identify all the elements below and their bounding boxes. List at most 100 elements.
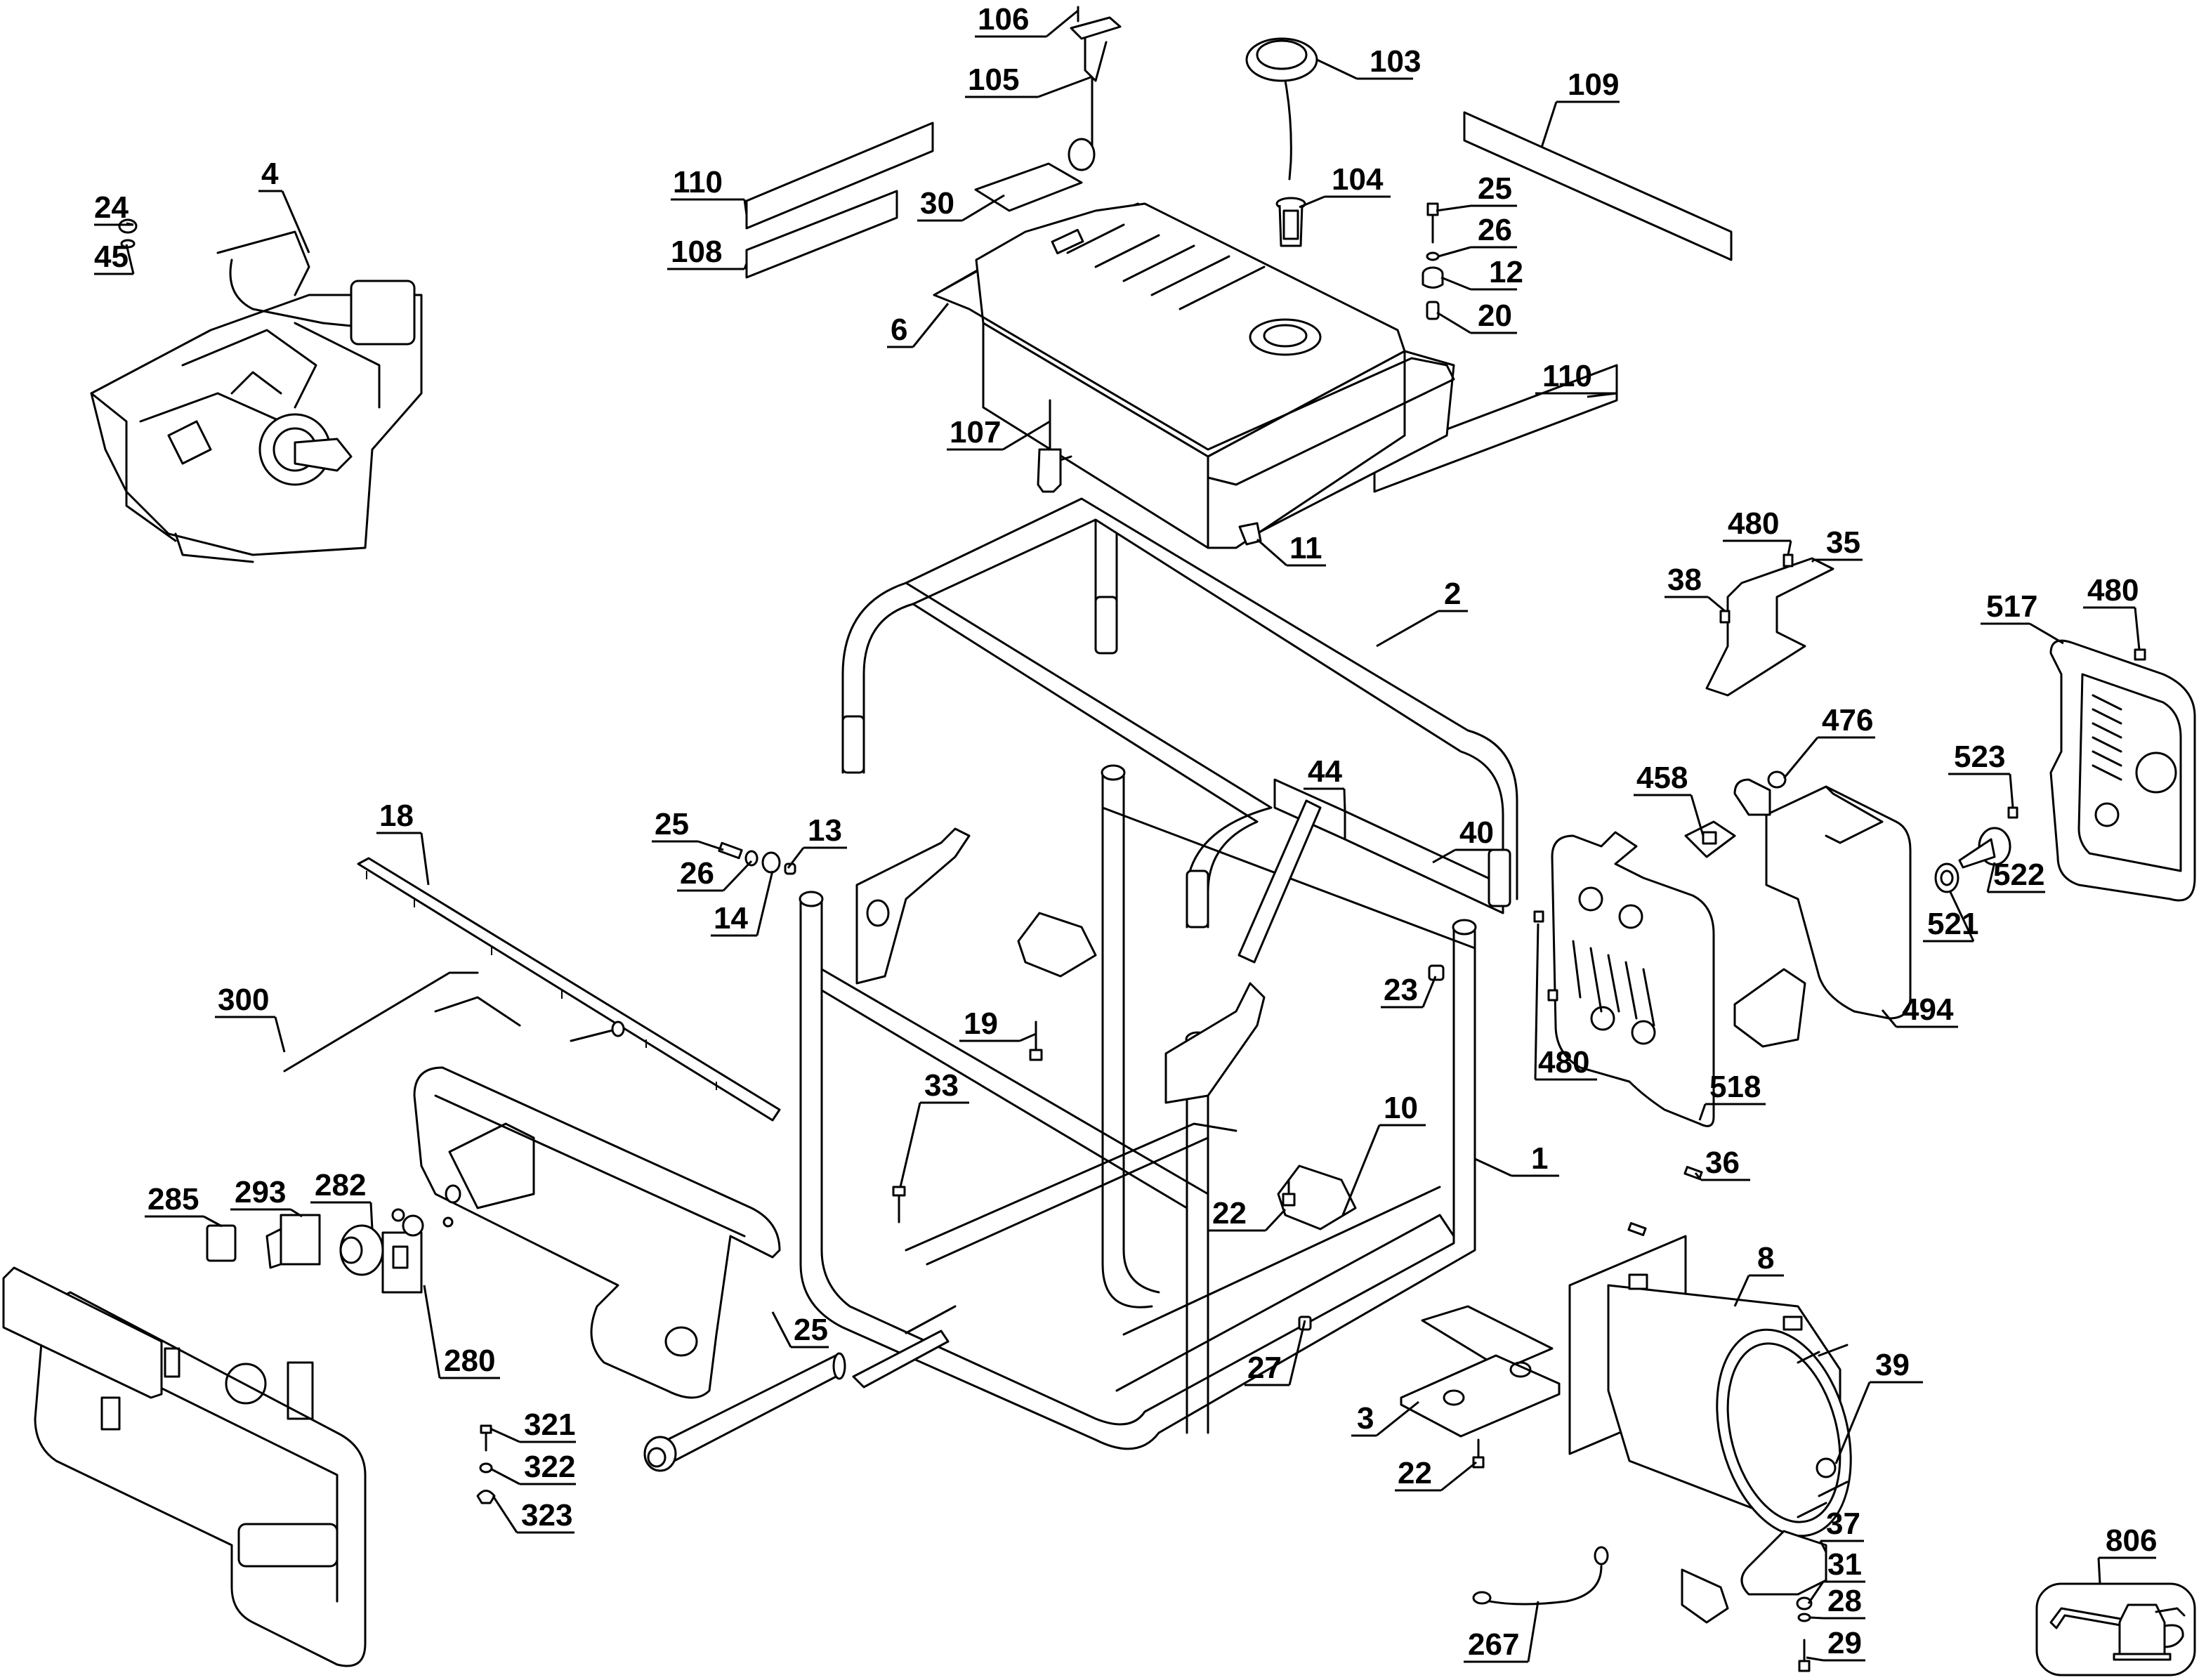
callout-leader-line: [1807, 1581, 1825, 1604]
callout-label: 109: [1568, 67, 1619, 102]
callout-leader-line: [1534, 923, 1539, 1080]
callout-label: 22: [1398, 1456, 1432, 1490]
callout-label: 323: [521, 1498, 572, 1533]
callout-label: 40: [1459, 815, 1494, 850]
callout-leader-line: [2009, 773, 2014, 808]
callout-22-bolt: 22: [1208, 1196, 1287, 1232]
callout-23-bolt: 23: [1381, 973, 1437, 1009]
callout-label: 480: [1538, 1045, 1589, 1079]
callout-31-nut: 31: [1807, 1547, 1865, 1604]
callout-36-brush: 36: [1694, 1146, 1750, 1181]
callout-458-gasket: 458: [1634, 761, 1705, 836]
callout-523-screw: 523: [1948, 740, 2014, 808]
callout-label: 8: [1757, 1241, 1774, 1275]
callout-leader-line: [1019, 1032, 1037, 1042]
callout-label: 27: [1247, 1351, 1282, 1385]
callout-label: 25: [1478, 171, 1512, 206]
callout-12-rubber-grommet: 12: [1440, 255, 1523, 291]
callout-leader-line: [1037, 76, 1091, 98]
callout-leader-line: [1707, 596, 1726, 612]
callout-label: 38: [1667, 563, 1702, 597]
callout-38-bolt: 38: [1665, 563, 1726, 612]
alternator: [1568, 1166, 1852, 1537]
callout-label: 522: [1993, 858, 2044, 892]
callout-3-mount-bracket: 3: [1351, 1400, 1419, 1437]
callout-285-switch: 285: [145, 1182, 223, 1228]
control-panel-housing: [283, 971, 781, 1399]
callout-28-washer: 28: [1809, 1584, 1865, 1620]
lower-frame: [799, 764, 1477, 1450]
callout-leader-line: [1527, 1601, 1539, 1662]
callout-leader-line: [1540, 101, 1558, 148]
callout-323-wing-nut: 323: [492, 1495, 575, 1534]
callout-leader-line: [1787, 540, 1792, 556]
callout-leader-line: [899, 1102, 921, 1188]
fuel-valve: [1037, 399, 1072, 493]
callout-label: 110: [673, 165, 723, 199]
callout-518-muffler-guard: 518: [1698, 1070, 1766, 1121]
callout-label: 523: [1954, 740, 2005, 774]
callout-label: 494: [1902, 992, 1954, 1027]
callout-40-label: 40: [1432, 815, 1503, 864]
callout-300-control-panel-assembly: 300: [215, 983, 286, 1053]
callout-leader-line: [1436, 204, 1471, 212]
callout-522-spark-arrestor: 522: [1986, 858, 2045, 893]
callout-leader-line: [1046, 9, 1079, 38]
callout-label: 321: [524, 1407, 575, 1442]
callout-leader-line: [1733, 1275, 1750, 1307]
callout-leader-line: [1436, 311, 1471, 334]
callout-18-trim-strip: 18: [376, 799, 430, 886]
fuel-tank: [933, 202, 1455, 549]
callout-4-engine: 4: [258, 157, 310, 254]
engine-fasteners: [118, 218, 138, 249]
callout-leader-line: [1782, 737, 1819, 779]
callout-25-bolt: 25: [1436, 171, 1517, 212]
callout-leader-line: [491, 1468, 520, 1485]
callout-22-bolt: 22: [1395, 1456, 1477, 1492]
callout-label: 44: [1308, 754, 1342, 789]
callout-label: 106: [978, 2, 1029, 37]
callout-label: 39: [1875, 1348, 1910, 1382]
callout-476-nut: 476: [1782, 703, 1875, 779]
callout-leader-line: [1341, 1124, 1381, 1216]
ground-wire: [1472, 1546, 1609, 1606]
callout-105-fuel-gauge: 105: [965, 63, 1091, 98]
callout-leader-line: [1256, 538, 1287, 567]
callout-label: 19: [964, 1006, 998, 1041]
callout-109-label: 109: [1540, 67, 1620, 148]
callout-label: 22: [1212, 1196, 1247, 1231]
callout-leader-line: [203, 1215, 223, 1228]
callout-26-washer: 26: [677, 856, 753, 892]
callout-10-vibration-mount: 10: [1341, 1091, 1426, 1216]
callout-leader-line: [1834, 1382, 1871, 1464]
callout-20-collar: 20: [1436, 298, 1517, 334]
callout-27-nut: 27: [1245, 1320, 1306, 1386]
callout-leader-line: [1002, 420, 1051, 451]
callout-label: 293: [235, 1175, 286, 1209]
callout-leader-line: [290, 1208, 303, 1218]
frame-brackets: [855, 799, 1357, 1231]
callout-leader-line: [491, 1428, 520, 1443]
callout-35-muffler-bracket: 35: [1811, 525, 1863, 563]
callout-106-screw: 106: [975, 2, 1079, 38]
fuel-cap: [1245, 37, 1318, 181]
callout-label: 23: [1384, 973, 1418, 1007]
fuel-strainer: [1275, 197, 1306, 247]
callout-label: 24: [94, 190, 129, 225]
callout-321-bolt: 321: [491, 1407, 576, 1443]
callout-label: 26: [680, 856, 714, 891]
callout-label: 285: [147, 1182, 199, 1216]
callout-leader-line: [2134, 607, 2141, 650]
callout-leader-line: [1819, 1540, 1827, 1553]
callout-480-bolt: 480: [2083, 573, 2141, 650]
callout-leader-line: [1690, 794, 1705, 836]
callout-44-label: 44: [1304, 754, 1346, 812]
callout-280-gfci-receptacle: 280: [423, 1285, 500, 1379]
callout-leader-line: [1474, 1157, 1512, 1177]
callout-2-upper-frame: 2: [1376, 577, 1468, 648]
callout-label: 12: [1489, 255, 1523, 289]
callout-label: 806: [2106, 1523, 2157, 1558]
callout-label: 517: [1986, 589, 2037, 624]
labels-stickers: [745, 111, 1733, 914]
trim-strip: [357, 857, 781, 1122]
